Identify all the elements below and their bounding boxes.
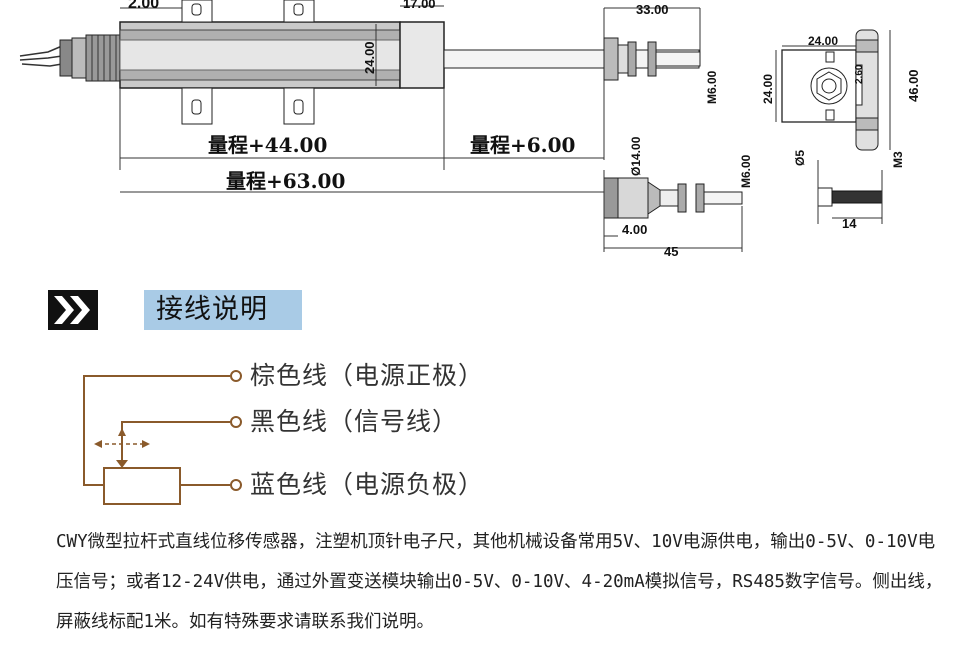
cable — [19, 45, 63, 67]
range-plus-44: 量程+44.00 — [208, 133, 327, 157]
dim-screw-dia: Ø5 — [793, 150, 807, 166]
screw-dims — [817, 160, 883, 224]
dim-body-height: 24.00 — [362, 41, 377, 74]
rod-end-top — [603, 37, 701, 81]
product-description: CWY微型拉杆式直线位移传感器，注塑机顶针电子尺，其他机械设备常用5V、10V电… — [56, 532, 943, 632]
bracket — [781, 29, 879, 151]
terminal-icon — [230, 370, 242, 382]
section-title: 接线说明 — [156, 294, 268, 325]
brown-wire — [83, 375, 230, 486]
dim-screw-length: 14 — [842, 216, 857, 231]
black-wire-label: 黑色线（信号线） — [250, 407, 459, 436]
dim-screw-thread: M3 — [891, 151, 905, 168]
dim-end-flange: 4.00 — [622, 222, 647, 237]
dim-top-mid: 17.00 — [403, 0, 436, 11]
blue-wire-label: 蓝色线（电源负极） — [250, 470, 485, 499]
dim-thread-b: M6.00 — [739, 154, 753, 188]
dim-end-diameter: Ø14.00 — [629, 136, 643, 176]
sensor-body — [119, 0, 445, 125]
section-title-box: 接线说明 — [144, 290, 302, 330]
dim-bracket-height: 24.00 — [761, 74, 775, 104]
potentiometer — [103, 467, 181, 505]
double-chevron-icon — [48, 290, 98, 330]
brown-wire-label: 棕色线（电源正极） — [250, 361, 485, 390]
dim-bracket-total: 46.00 — [906, 69, 921, 102]
rod-end-side — [603, 177, 743, 219]
dim-rod-length: 33.00 — [636, 2, 669, 17]
dimension-lines — [119, 5, 701, 193]
wiper-arrow-icon — [116, 460, 128, 468]
dim-top-left: 2.00 — [128, 0, 159, 12]
dim-bracket-width: 24.00 — [808, 34, 838, 48]
bracket-dims — [775, 30, 891, 150]
terminal-icon — [230, 416, 242, 428]
dim-thread-a: M6.00 — [705, 70, 719, 104]
travel-arrow-icon — [98, 432, 146, 458]
dim-end-length: 45 — [664, 244, 678, 259]
range-plus-63: 量程+63.00 — [226, 169, 345, 193]
black-wire — [121, 421, 230, 462]
wiring-diagram — [83, 370, 242, 505]
section-header: 接线说明 — [48, 290, 308, 330]
dim-bracket-hole: 2.60 — [854, 64, 865, 84]
connector — [59, 34, 121, 82]
rod-end-side-dims — [603, 170, 743, 252]
dimension-drawing: 2.00 17.00 24.00 量程+44.00 量程+6.00 量程+63.… — [19, 0, 921, 259]
screw — [817, 187, 883, 207]
terminal-icon — [230, 479, 242, 491]
range-plus-6: 量程+6.00 — [470, 133, 575, 157]
